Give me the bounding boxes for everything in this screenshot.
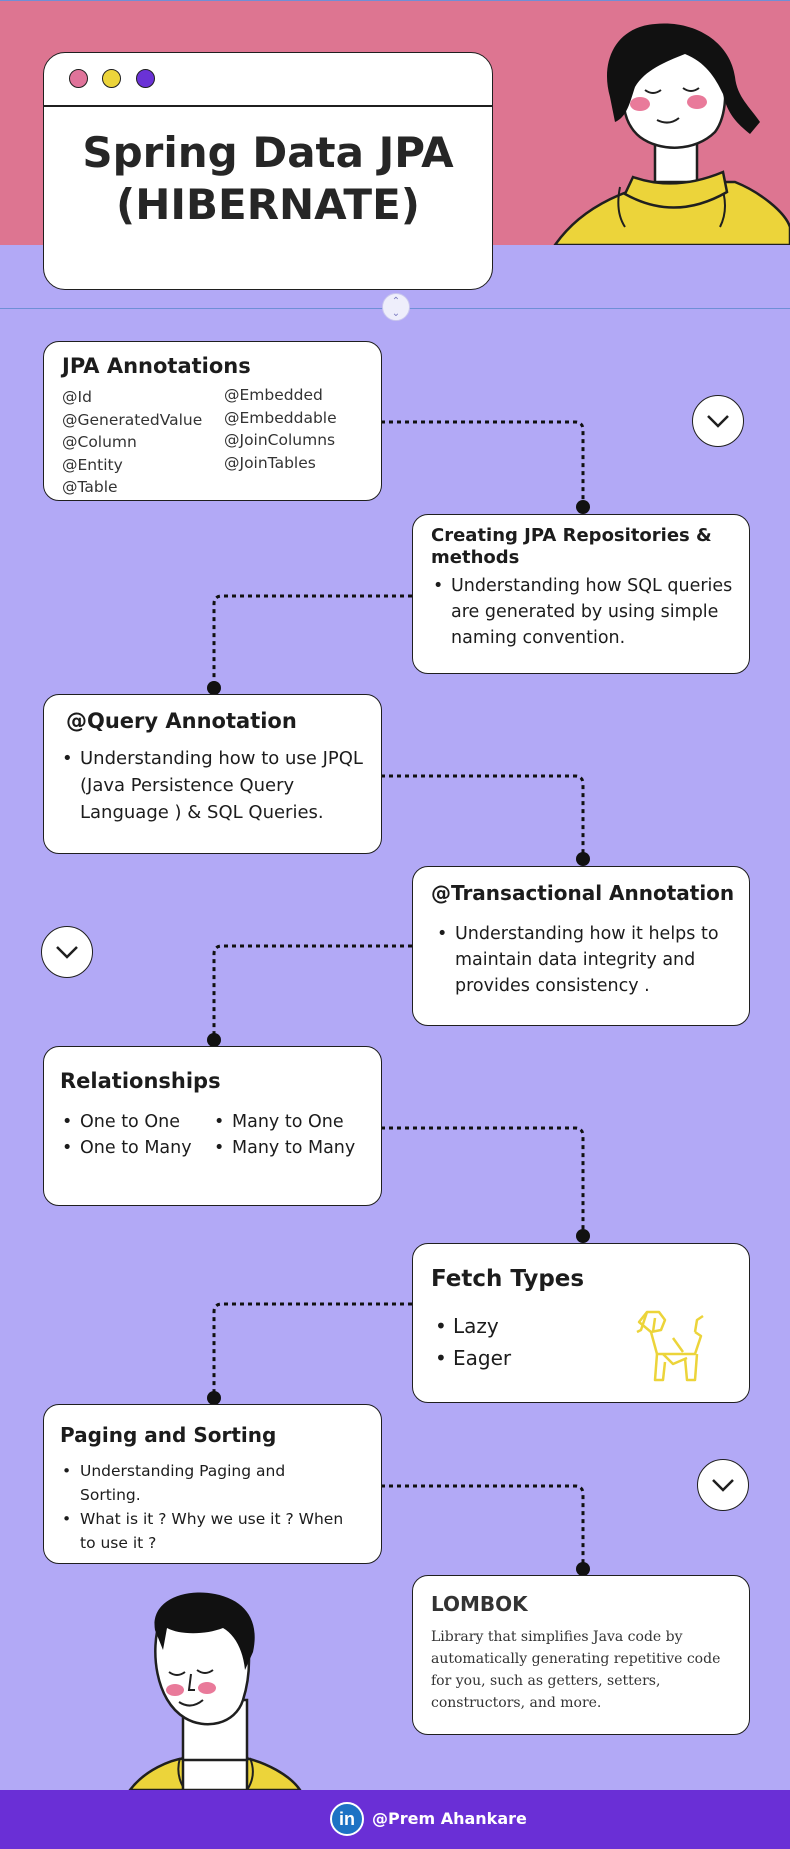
card-jpa-annotations: JPA Annotations @Id @GeneratedValue @Col… bbox=[43, 341, 382, 501]
chevron-button[interactable] bbox=[697, 1459, 749, 1511]
relationship-list-right: Many to One Many to Many bbox=[212, 1109, 355, 1161]
bullet-item: Many to Many bbox=[212, 1135, 355, 1161]
bullet-item: Eager bbox=[433, 1342, 511, 1374]
card-bullets: Understanding how to use JPQL (Java Pers… bbox=[60, 745, 369, 826]
page-title-line1: Spring Data JPA bbox=[82, 128, 454, 177]
window-divider bbox=[44, 105, 492, 107]
annotation-item: @JoinColumns bbox=[224, 431, 336, 449]
card-lombok: LOMBOK Library that simplifies Java code… bbox=[412, 1575, 750, 1735]
man-illustration bbox=[128, 1592, 302, 1790]
chevron-down-icon bbox=[56, 946, 78, 959]
bullet-item: One to Many bbox=[60, 1135, 192, 1161]
page-title: Spring Data JPA (HIBERNATE) bbox=[44, 127, 492, 231]
window-dot-yellow bbox=[102, 69, 121, 88]
page-title-line2: (HIBERNATE) bbox=[116, 180, 420, 229]
card-transactional: @Transactional Annotation Understanding … bbox=[412, 866, 750, 1026]
card-bullets: Understanding Paging and Sorting. What i… bbox=[60, 1459, 347, 1555]
bullet-item: What is it ? Why we use it ? When to use… bbox=[60, 1507, 347, 1555]
annotation-item: @Embeddable bbox=[224, 408, 337, 427]
bullet-item: Many to One bbox=[212, 1109, 355, 1135]
chevron-down-icon bbox=[712, 1479, 734, 1492]
dog-icon bbox=[636, 1310, 704, 1382]
annotation-item: @GeneratedValue bbox=[62, 410, 203, 429]
card-title: Relationships bbox=[60, 1069, 221, 1093]
linkedin-icon[interactable]: in bbox=[330, 1802, 364, 1836]
annotation-list-left: @Id @GeneratedValue @Column @Entity @Tab… bbox=[62, 386, 202, 499]
card-bullets: Understanding how it helps to maintain d… bbox=[435, 921, 739, 999]
card-title: Creating JPA Repositories & methods bbox=[431, 525, 712, 568]
card-paging-sorting: Paging and Sorting Understanding Paging … bbox=[43, 1404, 382, 1564]
annotation-item: @Embedded bbox=[224, 386, 323, 404]
window-dot-purple bbox=[136, 69, 155, 88]
annotation-item: @Column bbox=[62, 433, 137, 451]
annotation-item: @Id bbox=[62, 388, 92, 406]
card-bullets: Lazy Eager bbox=[433, 1310, 511, 1374]
card-title: @Transactional Annotation bbox=[431, 881, 735, 905]
bullet-item: Understanding how it helps to maintain d… bbox=[435, 921, 739, 999]
bullet-item: Understanding how to use JPQL (Java Pers… bbox=[60, 745, 369, 826]
card-title: Paging and Sorting bbox=[60, 1423, 277, 1447]
bullet-item: Lazy bbox=[433, 1310, 511, 1342]
annotation-list-right: @Embedded @Embeddable @JoinColumns @Join… bbox=[224, 384, 337, 474]
card-relationships: Relationships One to One One to Many Man… bbox=[43, 1046, 382, 1206]
chevron-button[interactable] bbox=[692, 395, 744, 447]
chevron-down-icon bbox=[707, 415, 729, 428]
card-title: @Query Annotation bbox=[66, 709, 297, 733]
lombok-description: Library that simplifies Java code by aut… bbox=[431, 1629, 721, 1711]
card-bullets: Understanding how SQL queries are genera… bbox=[431, 573, 737, 651]
resize-handle[interactable]: ⌃⌄ bbox=[382, 293, 410, 321]
bullet-item: One to One bbox=[60, 1109, 192, 1135]
bullet-item: Understanding Paging and Sorting. bbox=[60, 1459, 347, 1507]
annotation-item: @Entity bbox=[62, 455, 123, 474]
footer: in @Prem Ahankare bbox=[0, 1790, 790, 1849]
annotation-item: @Table bbox=[62, 478, 118, 496]
card-title: LOMBOK bbox=[431, 1592, 528, 1616]
card-repositories: Creating JPA Repositories & methods Unde… bbox=[412, 514, 750, 674]
title-window: Spring Data JPA (HIBERNATE) bbox=[43, 52, 493, 290]
card-query-annotation: @Query Annotation Understanding how to u… bbox=[43, 694, 382, 854]
card-fetch-types: Fetch Types Lazy Eager bbox=[412, 1243, 750, 1403]
chevron-button[interactable] bbox=[41, 926, 93, 978]
author-handle[interactable]: @Prem Ahankare bbox=[372, 1809, 527, 1828]
bullet-item: Understanding how SQL queries are genera… bbox=[431, 573, 737, 651]
window-dot-pink bbox=[69, 69, 88, 88]
card-title: JPA Annotations bbox=[62, 354, 251, 378]
card-title: Fetch Types bbox=[431, 1266, 585, 1292]
annotation-item: @JoinTables bbox=[224, 453, 316, 472]
relationship-list-left: One to One One to Many bbox=[60, 1109, 192, 1161]
woman-illustration bbox=[553, 23, 790, 245]
